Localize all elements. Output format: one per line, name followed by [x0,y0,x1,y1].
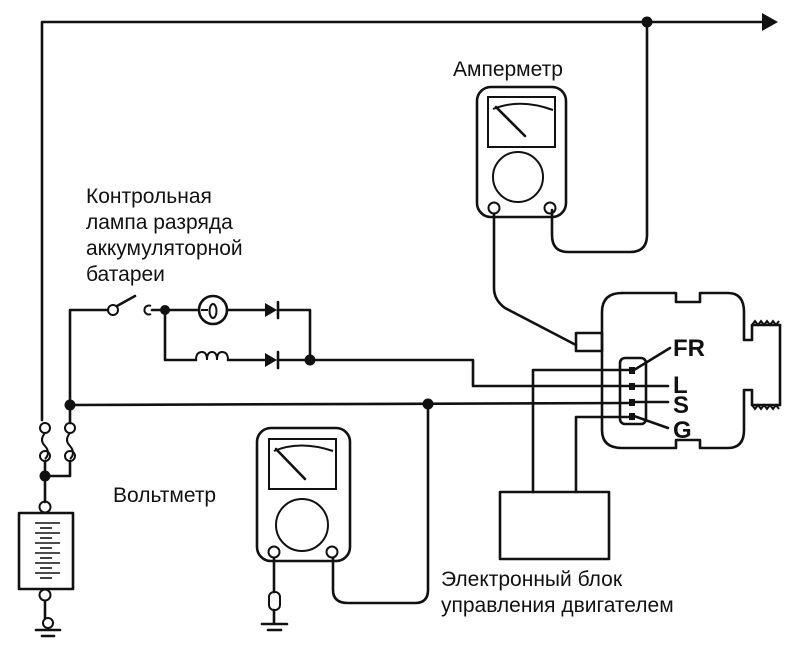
arrow-icon [762,13,778,31]
battery [17,500,75,629]
svg-text:Контрольная: Контрольная [86,185,212,208]
ecu-box [498,490,611,561]
lamp-icon [197,294,229,326]
needle-icon [494,105,527,138]
switch-contact-icon [143,304,152,316]
fr-terminal-wire [531,368,634,494]
svg-text:лампа разряда: лампа разряда [86,211,233,234]
s-terminal-wire [68,401,634,407]
charge-lamp-label: Контрольная лампа разряда аккумуляторной… [86,185,243,286]
voltmeter-label: Вольтметр [113,484,216,507]
connector [618,356,648,426]
b-terminal [574,331,604,353]
svg-text:аккумуляторной: аккумуляторной [86,237,243,260]
terminal-s-label: S [673,392,689,419]
svg-text:батареи: батареи [86,263,165,286]
l-terminal-wire [308,358,634,388]
fuse-2 [64,422,76,462]
ammeter-label: Амперметр [453,58,563,81]
voltmeter-ground-probe [268,556,281,625]
coil-icon [195,350,229,361]
lamp-circuit [68,294,316,407]
ammeter [475,85,568,219]
junction-dot [39,470,51,482]
ammeter-lead-positive [550,20,649,254]
switch-contact-icon [107,304,119,316]
g-terminal-wire [574,415,634,494]
fuse-1 [39,422,51,462]
diode-icon [265,353,277,367]
voltmeter [255,426,352,563]
needle-icon [274,447,307,481]
terminal-fr-label: FR [673,335,705,362]
diode-icon [265,303,277,317]
terminal-g-label: G [673,417,692,444]
voltmeter-lead-positive [331,402,430,605]
ground-icon [34,628,62,638]
ecu-label-line1: Электронный блок [441,568,623,591]
ammeter-lead-negative [492,212,578,347]
switch-blade-icon [115,294,137,308]
ecu-label-line2: управления двигателем [441,594,674,617]
terminal-l-label: L [673,372,688,399]
ground-icon [260,622,289,632]
